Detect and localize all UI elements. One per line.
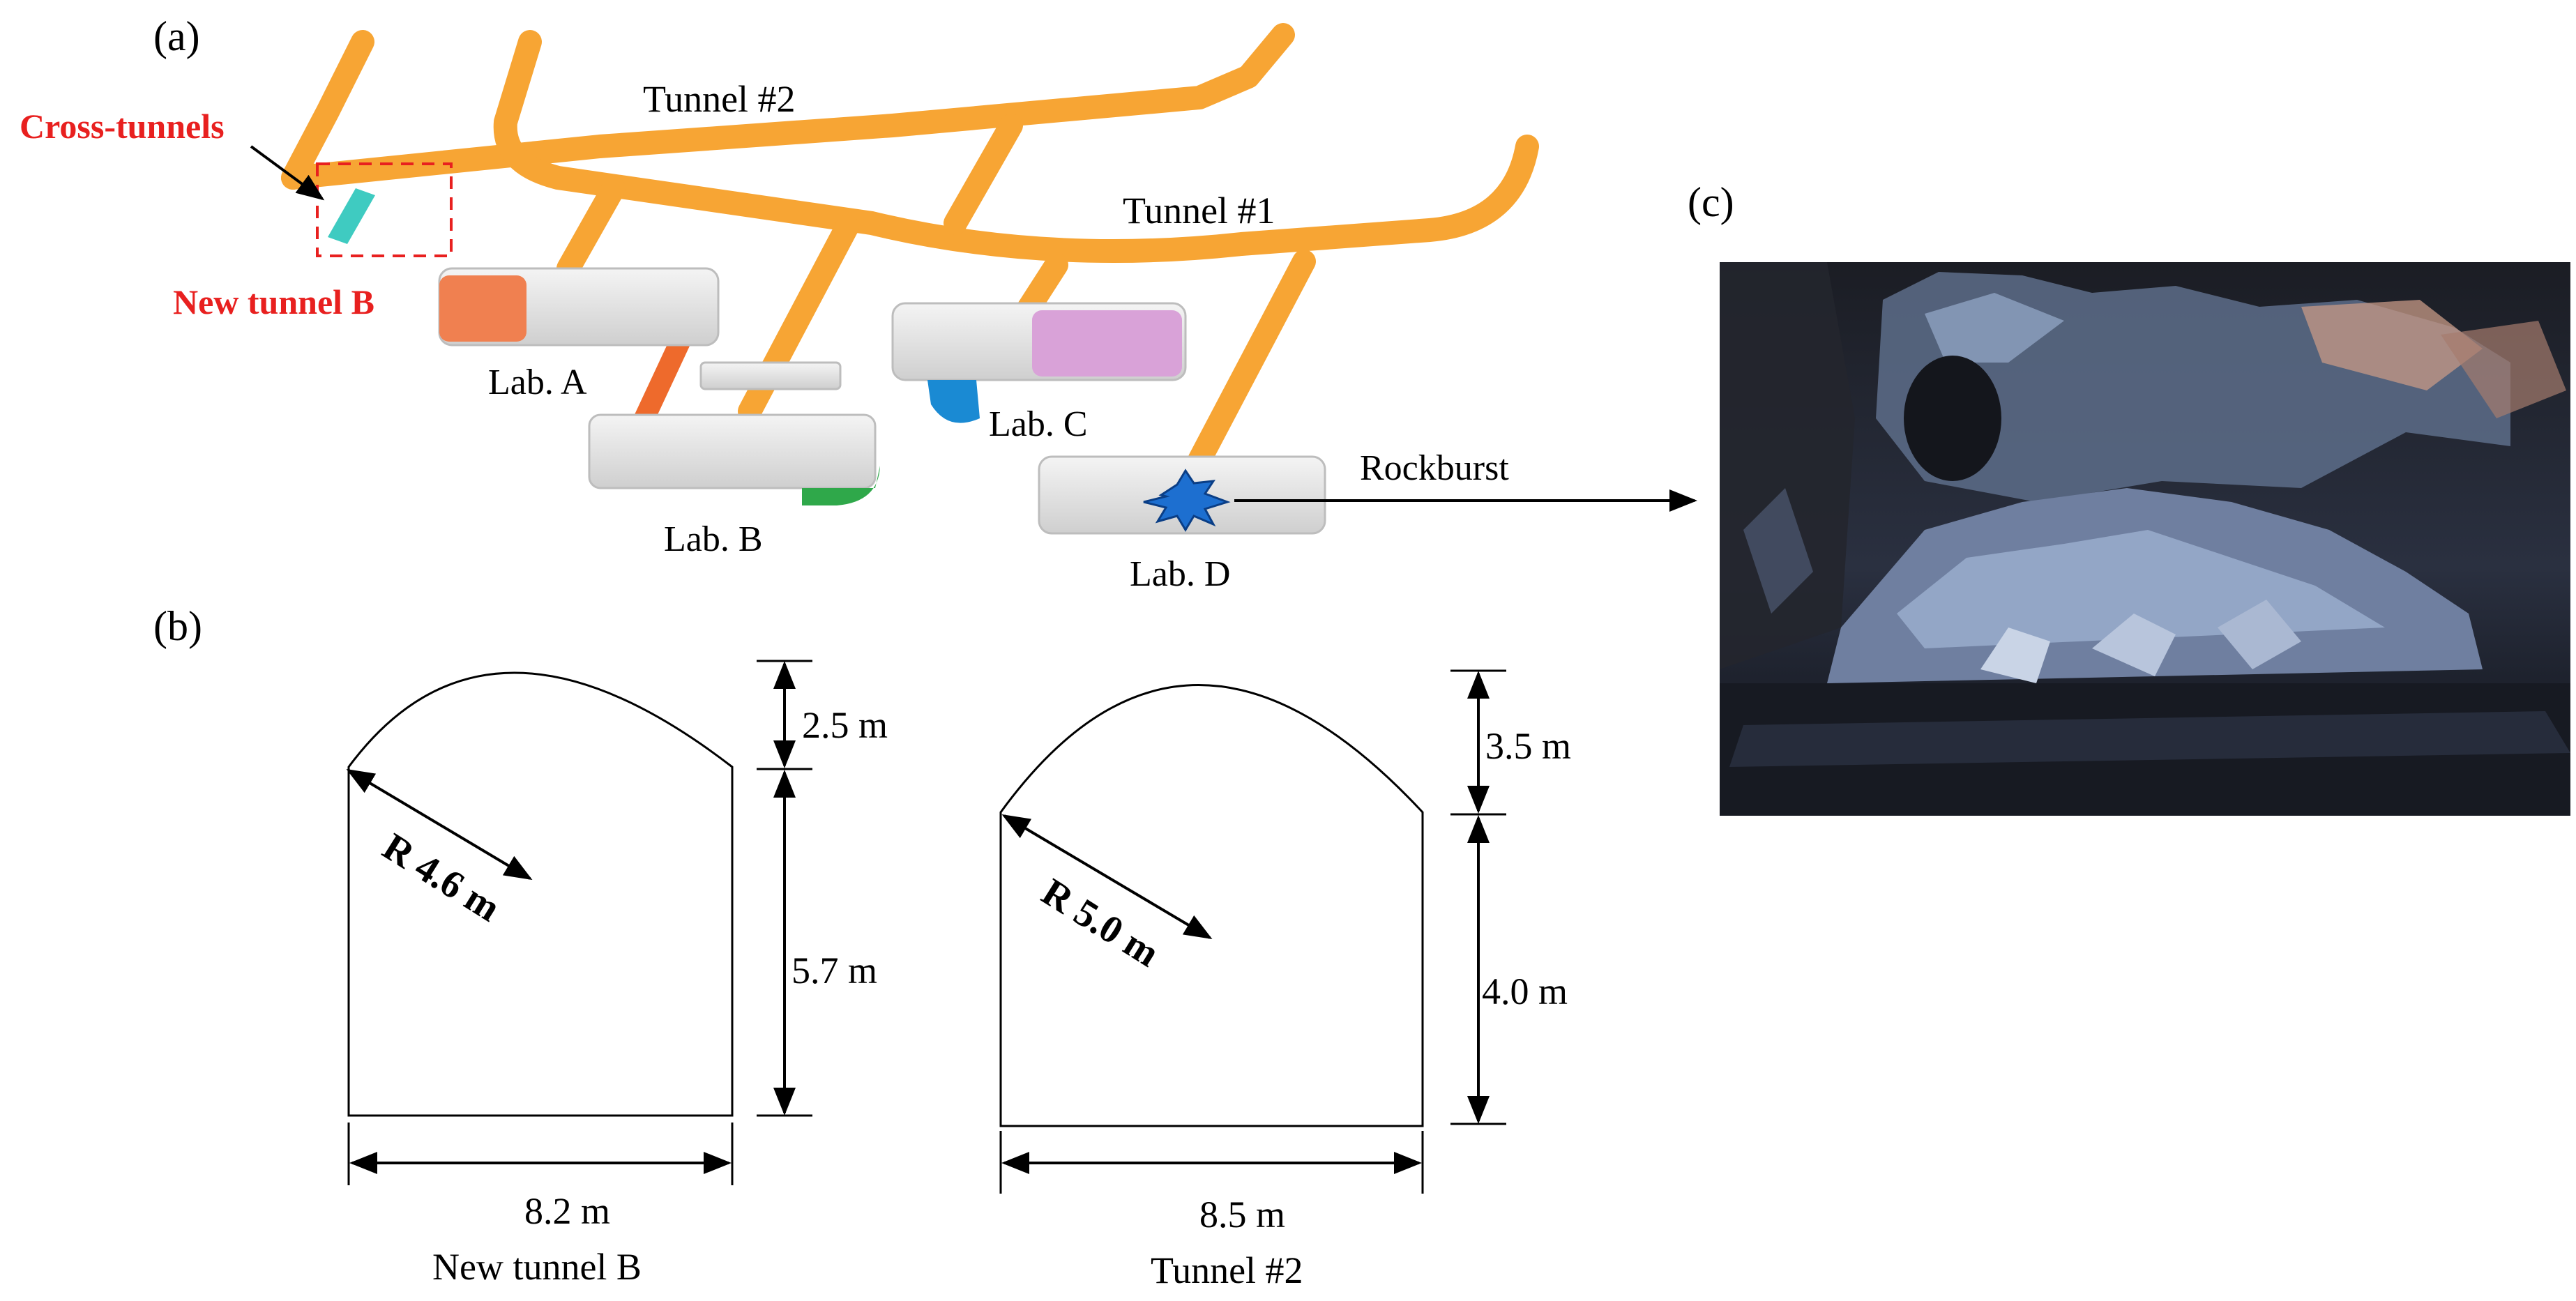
- cross-tunnels-label: Cross-tunnels: [20, 107, 225, 146]
- tunnel-connector-1: [944, 114, 1023, 235]
- tunnel-2-section: R 5.0 m 3.5 m 4.0 m 8.5 m Tunnel #2: [999, 669, 1571, 1291]
- lab-c-label: Lab. C: [989, 404, 1088, 444]
- new-tunnel-b-caption: New tunnel B: [432, 1246, 642, 1288]
- new-tunnel-b-arch-height: 2.5 m: [802, 704, 888, 746]
- rockburst-marker: [1143, 469, 1231, 532]
- lab-a-label: Lab. A: [488, 363, 587, 402]
- cross-tunnels-pointer: [250, 145, 325, 201]
- tunnel-branch-top-left: [281, 30, 374, 190]
- new-tunnel-b-wall-height: 5.7 m: [791, 950, 877, 991]
- tunnel-1-line: [493, 30, 1539, 263]
- cross-tunnels-highlight-box: [316, 162, 453, 257]
- panel-b-label: (b): [153, 603, 202, 649]
- tunnel-2-radius-label: R 5.0 m: [1034, 870, 1167, 975]
- tunnel-2-caption: Tunnel #2: [1151, 1249, 1303, 1291]
- new-tunnel-b-radius-arrow: [346, 768, 533, 881]
- lab-small-block: [699, 361, 842, 390]
- new-tunnel-b-width: 8.2 m: [524, 1190, 610, 1232]
- tunnel-2-radius-arrow: [1001, 814, 1213, 940]
- rockburst-label: Rockburst: [1360, 448, 1509, 488]
- spur-lab-d: [1188, 250, 1316, 472]
- tunnel-1-label: Tunnel #1: [1123, 190, 1275, 231]
- lab-b-label: Lab. B: [664, 519, 763, 559]
- tunnel-2-width: 8.5 m: [1199, 1194, 1285, 1235]
- new-tunnel-b-label: New tunnel B: [173, 282, 374, 321]
- new-tunnel-b-radius-label: R 4.6 m: [375, 825, 508, 930]
- lab-d-label: Lab. D: [1130, 554, 1230, 594]
- tunnel-2-line: [281, 23, 1295, 190]
- tunnel-2-outline: [999, 684, 1424, 1127]
- spur-lab-a: [556, 176, 626, 280]
- lab-a-block: [438, 267, 720, 347]
- panel-c-label: (c): [1688, 179, 1734, 225]
- tunnel-2-label: Tunnel #2: [643, 78, 796, 120]
- new-tunnel-b-section: R 4.6 m 2.5 m 5.7 m 8.2 m New tunnel B: [346, 660, 888, 1288]
- panel-a-label: (a): [153, 13, 200, 59]
- lab-b-block: [588, 413, 880, 505]
- tunnel-2-arch-height: 3.5 m: [1485, 725, 1571, 767]
- lab-c-block: [891, 302, 1187, 423]
- cross-tunnel-teal-segment: [328, 188, 375, 244]
- new-tunnel-b-outline: [347, 671, 734, 1117]
- tunnel-2-wall-height: 4.0 m: [1482, 971, 1568, 1012]
- tunnel-network: [281, 23, 1539, 472]
- rockburst-photo: [1720, 262, 2570, 816]
